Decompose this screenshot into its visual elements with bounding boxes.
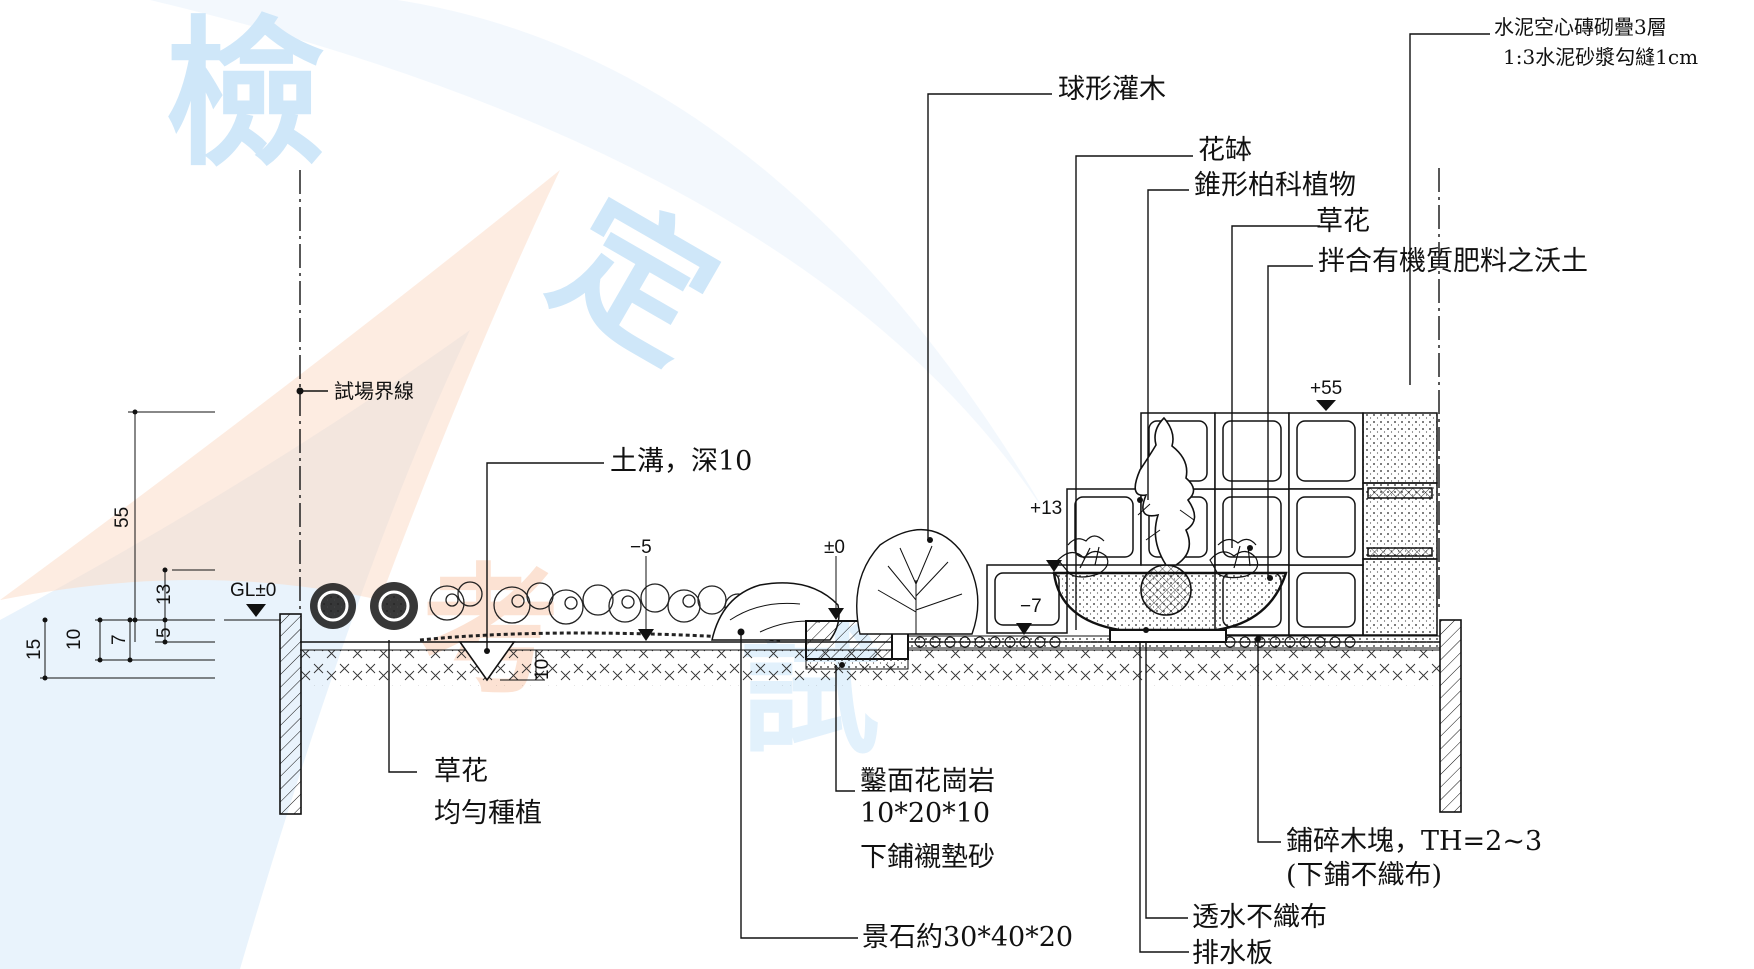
elevation-wood: −7	[1020, 596, 1042, 617]
geotextile-marker-dot	[1143, 627, 1149, 633]
label-geotextile: 透水不織布	[1192, 902, 1327, 933]
flowers-marker-dot	[1247, 545, 1253, 551]
flower-outlines	[429, 581, 752, 625]
dim-55: 55	[112, 507, 133, 528]
left-boundary-wall	[279, 613, 302, 815]
watermark-orange-swoosh	[0, 170, 560, 600]
elevation-planter-top: +13	[1030, 498, 1062, 519]
label-flowers-top: 草花	[1316, 206, 1370, 237]
leader-lines	[300, 33, 1490, 953]
label-ditch: 土溝，深10	[610, 446, 752, 477]
elevation-granite: ±0	[824, 537, 845, 558]
dense-flower-2-detail	[378, 590, 410, 622]
planter	[1052, 416, 1288, 643]
sand-bed	[805, 658, 909, 670]
label-round-shrub: 球形灌木	[1058, 74, 1166, 105]
root-ball	[1140, 564, 1192, 616]
watermark-char-3: 考	[420, 551, 560, 714]
watermark-blue-swoosh	[0, 330, 470, 969]
label-woodchips-fabric: (下鋪不織布)	[1286, 860, 1442, 891]
elevation-wall-top: +55	[1310, 378, 1342, 399]
label-conifer: 錐形柏科植物	[1194, 170, 1356, 201]
label-woodchips: 鋪碎木塊，TH=2~3	[1286, 826, 1542, 857]
label-flowers-bottom: 草花	[434, 756, 488, 787]
elevation-ditch: −5	[630, 537, 652, 558]
label-planter: 花缽	[1198, 135, 1252, 166]
dimension-dots	[42, 409, 168, 681]
dense-flower-1-detail	[317, 590, 349, 622]
granite-level-marker	[828, 608, 844, 620]
label-rock: 景石約30*40*20	[862, 922, 1073, 953]
elevation-markers	[224, 556, 1062, 641]
dim-13: 13	[154, 584, 175, 605]
gl-marker	[246, 604, 266, 617]
granite-marker-dot	[839, 662, 845, 668]
label-granite: 鑿面花崗岩	[860, 766, 995, 797]
ditch-level-marker	[638, 629, 654, 641]
dim-10: 10	[64, 629, 85, 650]
dim-ditch-depth: 10	[532, 659, 553, 680]
wall-top-marker	[1316, 400, 1336, 411]
conifer-tree	[1134, 416, 1196, 566]
label-soil: 拌合有機質肥料之沃土	[1318, 246, 1588, 277]
label-granite-size: 10*20*10	[860, 798, 990, 829]
conifer-marker-dot	[1137, 497, 1143, 503]
dimension-lines	[40, 411, 545, 681]
right-boundary-wall	[1439, 619, 1462, 813]
wood-chip-circles	[914, 636, 1356, 648]
label-drain-board: 排水板	[1192, 938, 1273, 969]
dim-5: 5	[154, 627, 175, 638]
label-brick-wall: 水泥空心磚砌疊3層	[1494, 15, 1667, 39]
elevation-gl: GL±0	[230, 580, 276, 601]
watermark-char-1: 檢	[165, 1, 325, 188]
dim-7: 7	[109, 634, 130, 645]
label-brick-mortar: 1:3水泥砂漿勾縫1cm	[1503, 45, 1698, 69]
wood-level-marker	[1016, 623, 1032, 635]
label-sand-bed: 下鋪襯墊砂	[860, 842, 995, 873]
planter-top-marker	[1046, 560, 1062, 572]
label-site-line: 試場界線	[334, 379, 414, 403]
hollow-brick-wall	[986, 412, 1438, 636]
dim-15: 15	[24, 639, 45, 660]
round-shrub	[856, 529, 979, 635]
label-flowers-uniform: 均勻種植	[434, 798, 542, 829]
watermark-blue-arc	[150, 0, 1050, 520]
